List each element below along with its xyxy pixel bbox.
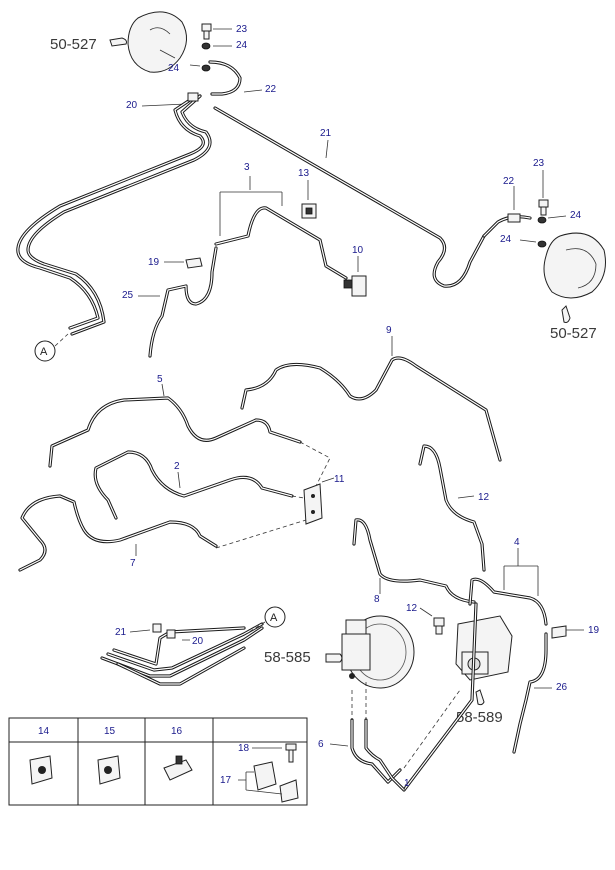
label-9[interactable]: 9 [386,325,392,336]
label-23-top-left[interactable]: 23 [236,24,248,35]
brake-pipe-8 [352,518,476,604]
fitting-20-lower [166,629,176,639]
label-3[interactable]: 3 [244,162,250,173]
clip-19-left [185,257,203,269]
brake-pipe-4 [468,577,548,626]
clip-16 [163,755,193,781]
brake-pipe-21 [213,106,486,288]
clip-13 [301,203,317,219]
washer-24-left-b [201,64,211,72]
label-24-right-b[interactable]: 24 [500,234,512,245]
label-6[interactable]: 6 [318,739,324,750]
label-7[interactable]: 7 [130,558,136,569]
label-10[interactable]: 10 [352,245,364,256]
hand-pointer-icon-right [561,305,571,323]
callout-a-top[interactable] [34,340,56,362]
label-26[interactable]: 26 [556,682,568,693]
callout-a-top-text: A [40,346,48,358]
clip-14 [29,755,53,785]
ref-58-589[interactable]: 58-589 [456,709,503,726]
label-1[interactable]: 1 [404,778,410,789]
legend-header-16: 16 [171,726,183,737]
label-21-lower[interactable]: 21 [115,627,127,638]
washer-24-left-a [201,42,211,50]
hand-pointer-icon-589 [475,689,485,706]
hand-pointer-icon [109,37,127,47]
ref-58-585[interactable]: 58-585 [264,649,311,666]
brake-pipe-bundle-lower [100,622,264,686]
brake-pipe-bundle-left [16,98,205,330]
label-22-right[interactable]: 22 [503,176,515,187]
callout-a-lower[interactable] [264,606,286,628]
label-22-top-left[interactable]: 22 [265,84,277,95]
label-20-lower[interactable]: 20 [192,636,204,647]
parts-legend-table [8,717,308,806]
label-12-middle[interactable]: 12 [478,492,490,503]
clip-15 [97,755,121,785]
label-5[interactable]: 5 [157,374,163,385]
brake-pipe-7 [18,494,218,572]
brake-pipe-12 [418,444,486,572]
label-12-lower[interactable]: 12 [406,603,418,614]
bolt-23-left [201,23,212,40]
label-20-top[interactable]: 20 [126,100,138,111]
callout-a-lower-text: A [270,612,278,624]
brake-pipe-6 [350,718,402,784]
brake-pipe-2 [93,450,294,520]
bolt-23-right [538,199,549,216]
washer-24-right-b [537,240,547,248]
label-24-top-left-b[interactable]: 24 [168,63,180,74]
ref-50-527-left[interactable]: 50-527 [50,36,97,53]
label-23-right[interactable]: 23 [533,158,545,169]
legend-header-15: 15 [104,726,116,737]
clip-19-right [551,625,567,639]
fitting-22-right [507,213,521,223]
brake-pipe-9 [240,356,502,462]
hose-25 [148,246,218,358]
bolt-18 [285,743,297,763]
fitting-21-lower [152,623,162,633]
label-24-right-a[interactable]: 24 [570,210,582,221]
hand-pointer-icon-585 [325,653,343,663]
label-25[interactable]: 25 [122,290,134,301]
fitting-20 [187,92,199,102]
backing-plate-right [543,232,606,299]
label-24-top-left-a[interactable]: 24 [236,40,248,51]
label-19-right[interactable]: 19 [588,625,600,636]
legend-header-14: 14 [38,726,50,737]
bracket-11 [303,483,323,525]
brake-pipe-3 [214,206,348,280]
label-21-top[interactable]: 21 [320,128,332,139]
bolt-12-lower [433,617,445,635]
label-19-left[interactable]: 19 [148,257,160,268]
washer-24-right-a [537,216,547,224]
label-13[interactable]: 13 [298,168,310,179]
label-2[interactable]: 2 [174,461,180,472]
brake-pipe-5 [48,396,302,468]
label-8[interactable]: 8 [374,594,380,605]
ref-50-527-right[interactable]: 50-527 [550,325,597,342]
abs-hydraulic-unit [455,615,513,681]
label-17[interactable]: 17 [220,775,232,786]
hose-26 [512,632,548,754]
bracket-17 [253,761,299,803]
label-18[interactable]: 18 [238,743,250,754]
brake-booster [341,615,415,689]
label-4[interactable]: 4 [514,537,520,548]
backing-plate-left [127,11,187,73]
connector-10 [343,275,367,297]
label-11[interactable]: 11 [334,474,345,485]
